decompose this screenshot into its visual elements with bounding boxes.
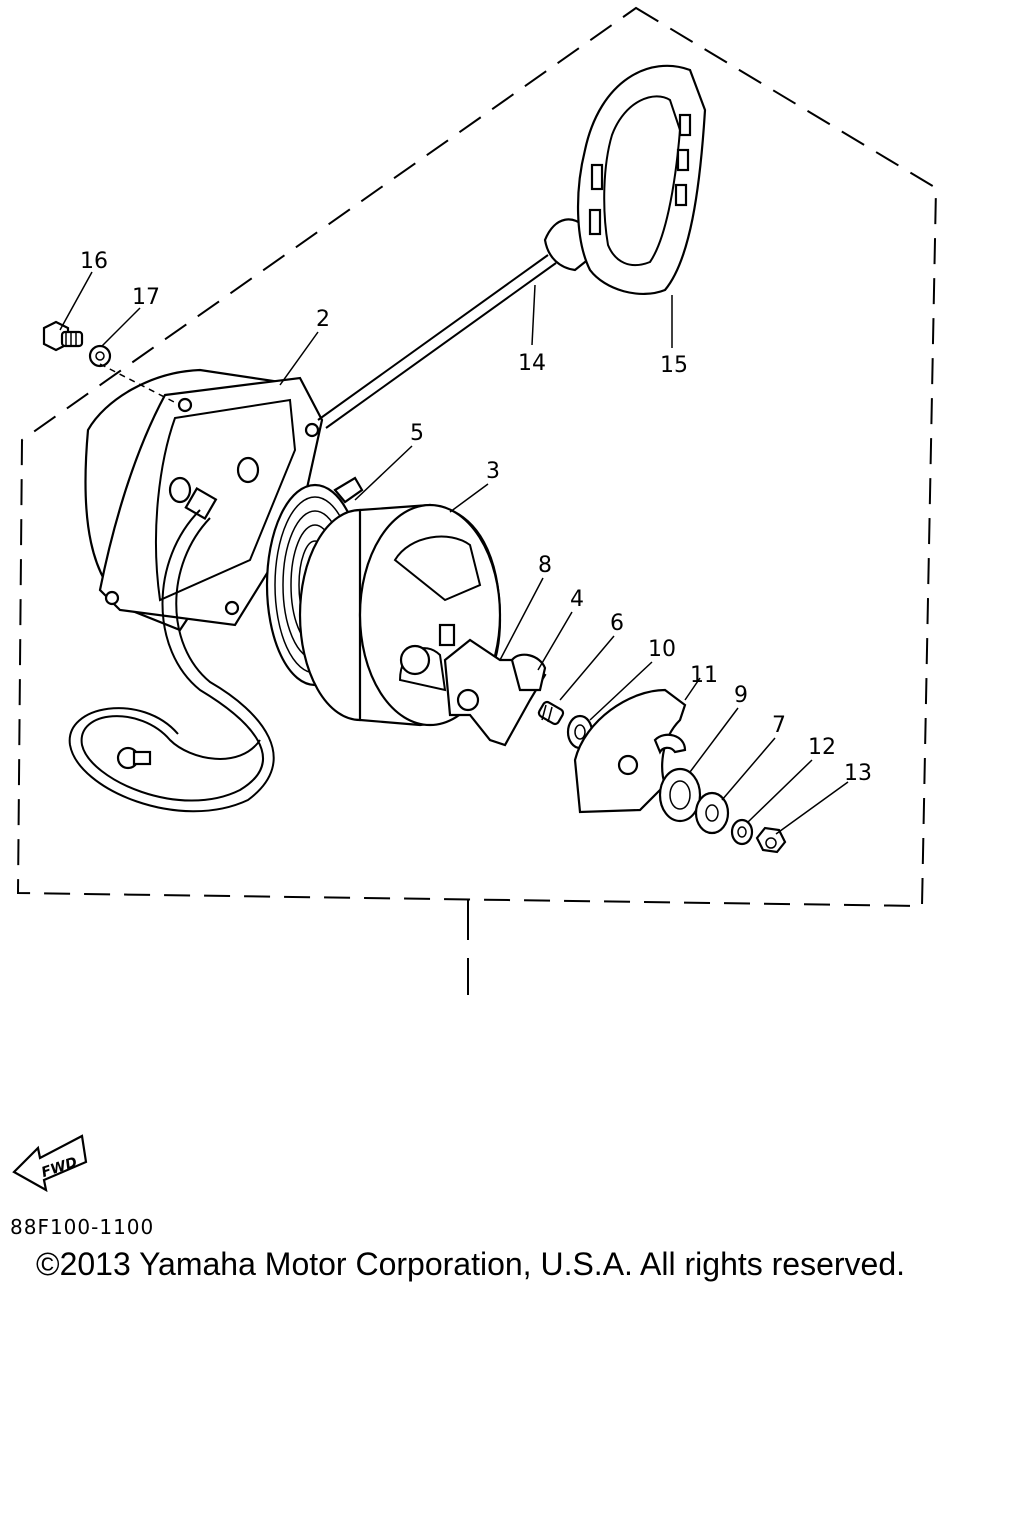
callout-12: 12 [808,735,836,760]
part-11-drive-plate[interactable] [573,688,687,814]
part-8-pin[interactable] [438,623,456,647]
part-4-ratchet[interactable] [443,638,547,747]
part-17-washer[interactable] [88,344,112,368]
callout-14: 14 [518,351,546,376]
cable-end-fitting [116,746,152,770]
part-16-bolt[interactable] [42,320,84,352]
callout-16: 16 [80,249,108,274]
part-9-friction-spring[interactable] [658,767,702,823]
assembly-boundary [16,6,938,908]
callout-4: 4 [570,587,584,612]
callout-3: 3 [486,459,500,484]
part-3-reel[interactable] [298,503,502,727]
callout-10: 10 [648,637,676,662]
copyright-notice: ©2013 Yamaha Motor Corporation, U.S.A. A… [36,1246,906,1282]
part-13-nut[interactable] [755,826,787,854]
part-6-spring[interactable] [537,700,565,726]
callout-13: 13 [844,761,872,786]
starter-cable-outer [68,517,275,813]
callout-6: 6 [610,611,624,636]
callout-8: 8 [538,553,552,578]
part-7-washer[interactable] [694,791,730,835]
callout-9: 9 [734,683,748,708]
starter-cable [80,509,264,802]
fwd-arrow-icon: FWD [12,1134,88,1193]
callout-11: 11 [690,663,718,688]
callout-5: 5 [410,421,424,446]
part-14-rope[interactable] [317,254,557,429]
callout-17: 17 [132,285,160,310]
callout-15: 15 [660,353,688,378]
leader-lines [59,271,849,835]
callout-7: 7 [772,713,786,738]
part-12-lock-washer[interactable] [730,818,754,846]
diagram-code: 88F100-1100 [10,1215,155,1239]
part-2-starter-case[interactable] [84,368,324,632]
part-15-handle[interactable] [543,64,707,295]
callout-2: 2 [316,307,330,332]
